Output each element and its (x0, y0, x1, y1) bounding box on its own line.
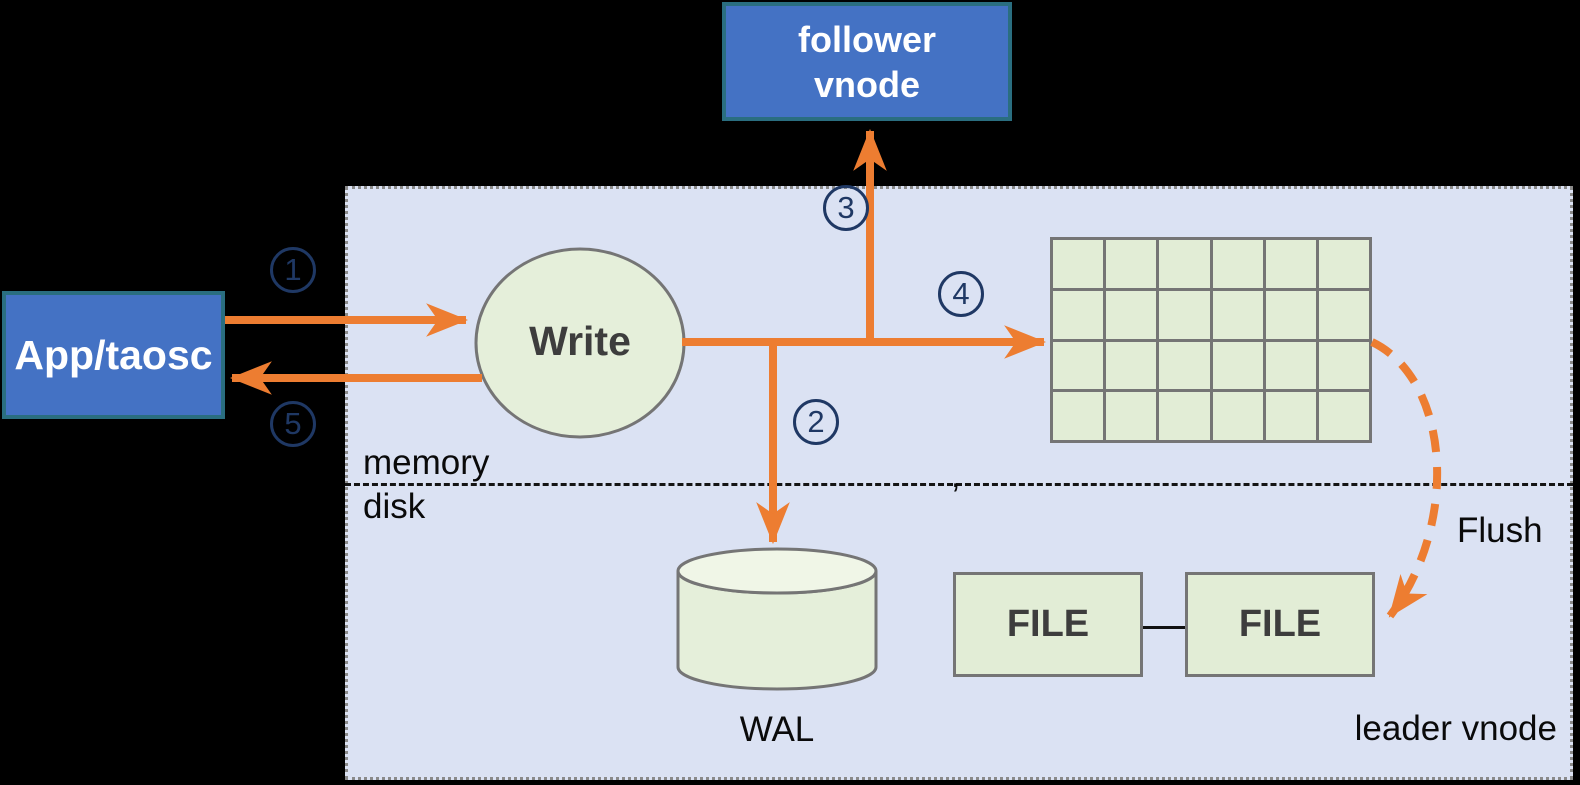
memtable-cell (1053, 240, 1104, 288)
memtable-cell (1212, 341, 1263, 390)
memtable-cell (1106, 240, 1157, 288)
memtable-cell (1318, 341, 1369, 390)
divider-stray-mark: , (951, 457, 961, 495)
write-label: Write (529, 318, 631, 364)
memtable-cell (1265, 341, 1316, 390)
app-taosc-label: App/taosc (14, 331, 213, 378)
step-badge-1: 1 (270, 247, 316, 293)
file-right-label: FILE (1238, 603, 1322, 645)
memtable-cell (1265, 240, 1316, 288)
memtable-cell (1265, 290, 1316, 339)
memtable-cell (1053, 341, 1104, 390)
memtable-cell (1159, 392, 1210, 440)
memtable-cell (1159, 240, 1210, 288)
memtable-cell (1212, 392, 1263, 440)
memtable-cell (1212, 240, 1263, 288)
memtable-cell (1318, 240, 1369, 288)
wal-label: WAL (739, 710, 815, 749)
step-badge-3: 3 (823, 185, 869, 231)
disk-label: disk (363, 487, 426, 526)
app-taosc-node: App/taosc (2, 291, 225, 419)
memory-label: memory (363, 443, 490, 482)
step-badge-2: 2 (793, 399, 839, 445)
memtable-cell (1318, 290, 1369, 339)
file-box-right: FILE (1185, 572, 1375, 677)
step-badge-4: 4 (938, 271, 984, 317)
memtable-cell (1106, 290, 1157, 339)
memtable-cell (1212, 290, 1263, 339)
file-left-label: FILE (1006, 603, 1090, 645)
file-connector-line (1143, 626, 1185, 629)
follower-vnode-node: follower vnode (722, 2, 1012, 121)
memtable-cell (1106, 392, 1157, 440)
memtable-grid (1050, 237, 1372, 443)
memtable-cell (1318, 392, 1369, 440)
memtable-cell (1053, 290, 1104, 339)
memtable-cell (1159, 290, 1210, 339)
memtable-cell (1106, 341, 1157, 390)
memtable-cell (1265, 392, 1316, 440)
memtable-cell (1053, 392, 1104, 440)
step-badge-5: 5 (270, 401, 316, 447)
memory-disk-divider (345, 483, 1573, 486)
flush-label: Flush (1457, 511, 1543, 550)
memtable-cell (1159, 341, 1210, 390)
leader-vnode-label: leader vnode (1354, 709, 1557, 748)
file-box-left: FILE (953, 572, 1143, 677)
follower-vnode-label: follower vnode (797, 18, 936, 105)
